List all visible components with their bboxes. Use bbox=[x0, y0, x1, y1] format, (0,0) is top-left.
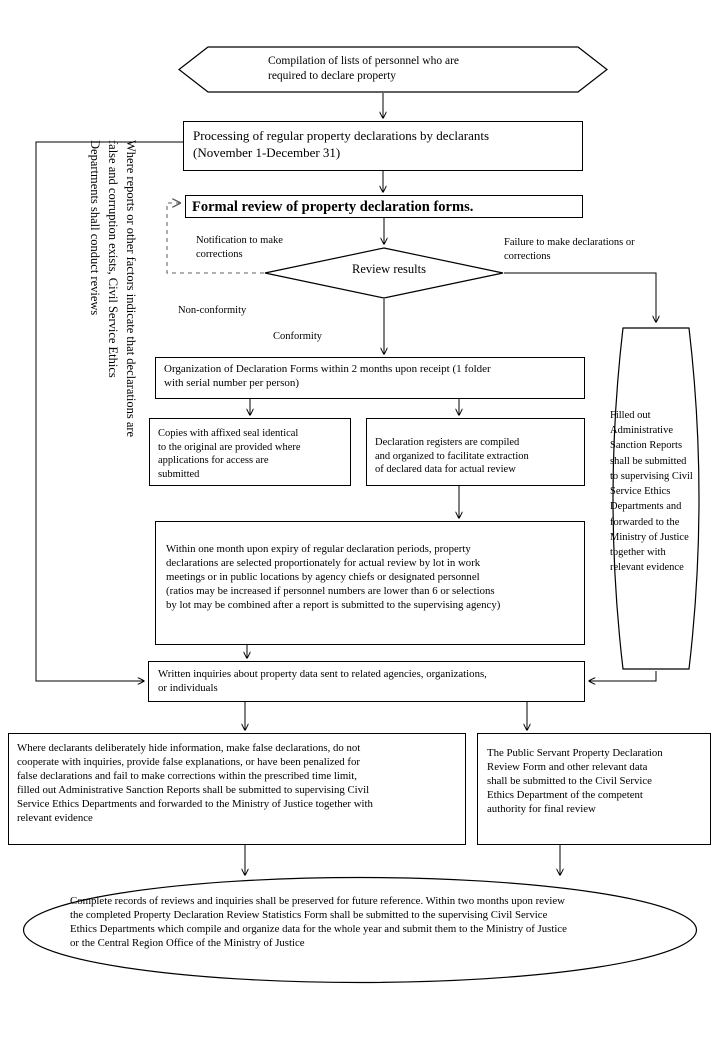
node-filled-out-sanction-reports: Filled out Administrative Sanction Repor… bbox=[601, 326, 711, 671]
filled-out-text: Filled out Administrative Sanction Repor… bbox=[610, 410, 693, 574]
node-written-inquiries: Written inquiries about property data se… bbox=[148, 661, 585, 702]
node-public-servant-form: The Public Servant Property Declaration … bbox=[477, 733, 711, 845]
edge-reviewresults-to-filledout bbox=[504, 272, 656, 322]
within-one-month-text: Within one month upon expiry of regular … bbox=[166, 543, 501, 612]
node-processing: Processing of regular property declarati… bbox=[183, 121, 583, 171]
lens-shape bbox=[601, 326, 711, 671]
where-declarants-text: Where declarants deliberately hide infor… bbox=[17, 742, 373, 825]
processing-text: Processing of regular property declarati… bbox=[193, 128, 490, 160]
edge-filledout-to-written bbox=[589, 671, 657, 681]
compilation-text: Compilation of lists of personnel who ar… bbox=[268, 55, 459, 82]
node-side-note: Where reports or other factors indicate … bbox=[80, 140, 140, 670]
node-where-declarants: Where declarants deliberately hide infor… bbox=[8, 733, 466, 845]
node-registers: Declaration registers are compiled and o… bbox=[366, 418, 585, 486]
node-copies: Copies with affixed seal identical to th… bbox=[149, 418, 351, 486]
node-review-results: Review results bbox=[264, 247, 504, 299]
public-servant-form-text: The Public Servant Property Declaration … bbox=[487, 747, 663, 816]
copies-text: Copies with affixed seal identical to th… bbox=[158, 428, 301, 480]
hexagon-shape bbox=[178, 46, 608, 93]
registers-text: Declaration registers are compiled and o… bbox=[375, 437, 529, 476]
organization-text: Organization of Declaration Forms within… bbox=[164, 363, 491, 390]
ellipse-shape bbox=[22, 876, 698, 984]
side-note-text: Where reports or other factors indicate … bbox=[87, 140, 138, 438]
node-compilation: Compilation of lists of personnel who ar… bbox=[178, 46, 608, 93]
node-within-one-month: Within one month upon expiry of regular … bbox=[155, 521, 585, 645]
edge-label-non-conformity: Non-conformity bbox=[178, 305, 247, 316]
node-organization: Organization of Declaration Forms within… bbox=[155, 357, 585, 399]
edge-label-conformity: Conformity bbox=[273, 331, 322, 342]
edge-label-failure: Failure to make declarations or correcti… bbox=[504, 237, 635, 262]
written-inquiries-text: Written inquiries about property data se… bbox=[158, 668, 487, 695]
diamond-shape bbox=[264, 247, 504, 299]
node-formal-review: Formal review of property declaration fo… bbox=[185, 195, 583, 218]
complete-records-text: Complete records of reviews and inquirie… bbox=[70, 895, 567, 950]
review-results-text: Review results bbox=[352, 262, 426, 276]
formal-review-text: Formal review of property declaration fo… bbox=[192, 199, 474, 215]
node-complete-records: Complete records of reviews and inquirie… bbox=[22, 876, 698, 984]
edge-label-notification: Notification to make corrections bbox=[196, 235, 283, 260]
